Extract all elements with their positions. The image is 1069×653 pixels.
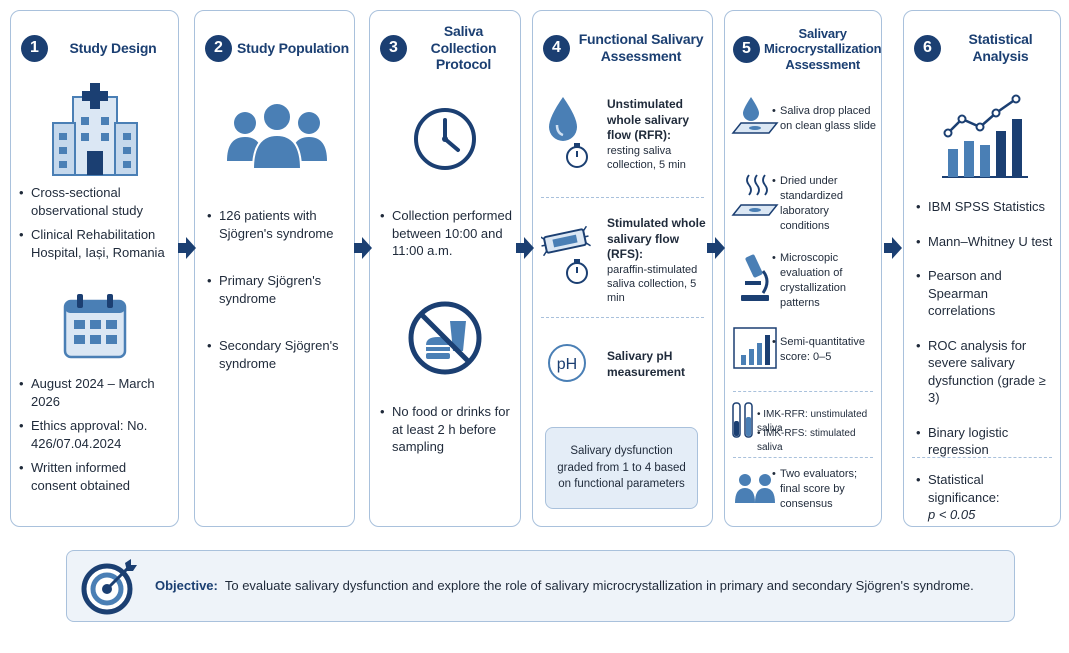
panel-title: Functional Salivary Assessment (578, 31, 704, 64)
step-number: 6 (914, 34, 941, 62)
step-number: 2 (205, 34, 232, 62)
row-subtitle: paraffin-stimulated saliva collection, 5… (607, 263, 698, 305)
design-list-bottom: August 2024 – March 2026 Ethics approval… (19, 375, 174, 494)
panel-header: 4 Functional Salivary Assessment (533, 23, 712, 73)
panel-functional-assessment: 4 Functional Salivary Assessment Unstimu… (532, 10, 713, 527)
imk-rfs: • IMK-RFS: stimulated saliva (757, 428, 856, 453)
panel-study-population: 2 Study Population 126 patients with Sjö… (194, 10, 355, 527)
ph-label: pH (557, 356, 577, 373)
list-item: August 2024 – March 2026 (19, 375, 174, 410)
people-group-icon (227, 102, 327, 170)
significance-label: Statistical significance: (928, 472, 1000, 505)
step-number: 3 (380, 34, 407, 62)
panel-study-design: 1 Study Design Cross-sectional observati… (10, 10, 179, 527)
list-item: Pearson and Spearman correlations (916, 267, 1058, 320)
test-tubes-icon (732, 402, 753, 438)
hospital-icon (52, 83, 138, 176)
list-item: Written informed consent obtained (19, 459, 174, 494)
step-dry: Dried under standardized laboratory cond… (772, 174, 879, 233)
trend-chart-icon (942, 94, 1028, 178)
list-item: Primary Sjögren's syndrome (207, 272, 352, 307)
list-item: Clinical Rehabilitation Hospital, Iași, … (19, 226, 174, 261)
list-item: ROC analysis for severe salivary dysfunc… (916, 337, 1058, 407)
bar-score-icon (733, 327, 777, 369)
list-item: Collection performed between 10:00 and 1… (380, 207, 516, 260)
design-list-top: Cross-sectional observational study Clin… (19, 184, 174, 261)
list-item: Mann–Whitney U test (916, 233, 1058, 251)
list-item: Statistical significance: p < 0.05 (916, 471, 1058, 524)
list-item: Binary logistic regression (916, 424, 1058, 459)
list-item: IBM SPSS Statistics (916, 198, 1058, 216)
list-item: Ethics approval: No. 426/07.04.2024 (19, 417, 174, 452)
divider (733, 457, 873, 458)
row-title: Salivary pH measurement (607, 349, 686, 379)
objective-description: To evaluate salivary dysfunction and exp… (224, 578, 974, 593)
paraffin-timer-icon (541, 225, 591, 284)
panel-title: Saliva Collection Protocol (430, 22, 497, 73)
step-drop: Saliva drop placed on clean glass slide (772, 104, 879, 134)
imk-rfr-text: IMK-RFR: unstimulated saliva (757, 409, 868, 434)
drying-slide-icon (731, 174, 779, 216)
panel-title: Statistical Analysis (968, 31, 1033, 64)
saliva-drop-timer-icon (549, 97, 588, 168)
two-evaluators-icon (735, 474, 775, 503)
imk-rfs-text: IMK-RFS: stimulated saliva (757, 428, 856, 453)
list-item: No food or drinks for at least 2 h befor… (380, 403, 516, 456)
step-number: 5 (733, 35, 760, 63)
panel-header: 3 Saliva Collection Protocol (370, 23, 520, 73)
step-evaluators: Two evaluators; final score by consensus (772, 467, 879, 512)
divider (541, 317, 704, 318)
unstimulated-flow-row: Unstimulated whole salivary flow (RFR): … (607, 97, 706, 172)
step-number: 4 (543, 34, 570, 62)
collection-list-bottom: No food or drinks for at least 2 h befor… (380, 403, 516, 456)
step-number: 1 (21, 34, 48, 62)
no-food-drinks-icon (408, 301, 482, 375)
step-microscope: Microscopic evaluation of crystallizatio… (772, 251, 879, 310)
ph-icon: pH (548, 344, 586, 382)
list-item: Cross-sectional observational study (19, 184, 174, 219)
ph-row: Salivary pH measurement (607, 349, 706, 380)
stimulated-flow-row: Stimulated whole salivary flow (RFS): pa… (607, 216, 706, 306)
objective-text: Objective: To evaluate salivary dysfunct… (155, 578, 974, 593)
arrow-right-icon (707, 237, 725, 259)
objective-banner: Objective: To evaluate salivary dysfunct… (66, 550, 1015, 622)
panel-title: Salivary Microcrystallization Assessment (764, 25, 882, 72)
clock-icon (414, 108, 476, 170)
list-item: 126 patients with Sjögren's syndrome (207, 207, 352, 242)
panel-header: 2 Study Population (195, 23, 354, 73)
arrow-right-icon (516, 237, 534, 259)
objective-label: Objective: (155, 578, 218, 593)
stats-list: IBM SPSS Statistics Mann–Whitney U test … (916, 198, 1058, 459)
panel-saliva-collection: 3 Saliva Collection Protocol Collection … (369, 10, 521, 527)
panel-title: Study Design (69, 39, 157, 56)
arrow-right-icon (884, 237, 902, 259)
panel-header: 1 Study Design (11, 23, 178, 73)
calendar-icon (63, 294, 127, 359)
population-list: 126 patients with Sjögren's syndrome Pri… (207, 207, 352, 372)
panel-statistical-analysis: 6 Statistical Analysis IBM SPSS Statisti… (903, 10, 1061, 527)
drop-on-slide-icon (731, 97, 779, 134)
arrow-right-icon (178, 237, 196, 259)
panel-title: Study Population (237, 39, 349, 56)
panel-header: 5 Salivary Microcrystallization Assessme… (725, 19, 882, 79)
microscope-icon (741, 254, 769, 301)
step-score: Semi-quantitative score: 0–5 (772, 335, 879, 365)
row-title: Stimulated whole salivary flow (RFS): (607, 216, 706, 262)
panel-header: 6 Statistical Analysis (904, 23, 1060, 73)
arrow-right-icon (354, 237, 372, 259)
row-title: Unstimulated whole salivary flow (RFR): (607, 97, 690, 143)
list-item: Secondary Sjögren's syndrome (207, 337, 352, 372)
row-subtitle: resting saliva collection, 5 min (607, 144, 686, 172)
imk-rfr: • IMK-RFR: unstimulated saliva (757, 409, 868, 434)
divider (912, 457, 1052, 458)
collection-list-top: Collection performed between 10:00 and 1… (380, 207, 516, 260)
divider (541, 197, 704, 198)
significance: Statistical significance: p < 0.05 (916, 471, 1058, 524)
significance-value: p < 0.05 (928, 507, 976, 523)
grading-note: Salivary dysfunction graded from 1 to 4 … (545, 427, 698, 509)
target-icon (81, 559, 137, 615)
divider (733, 391, 873, 392)
panel-microcrystallization: 5 Salivary Microcrystallization Assessme… (724, 10, 882, 527)
